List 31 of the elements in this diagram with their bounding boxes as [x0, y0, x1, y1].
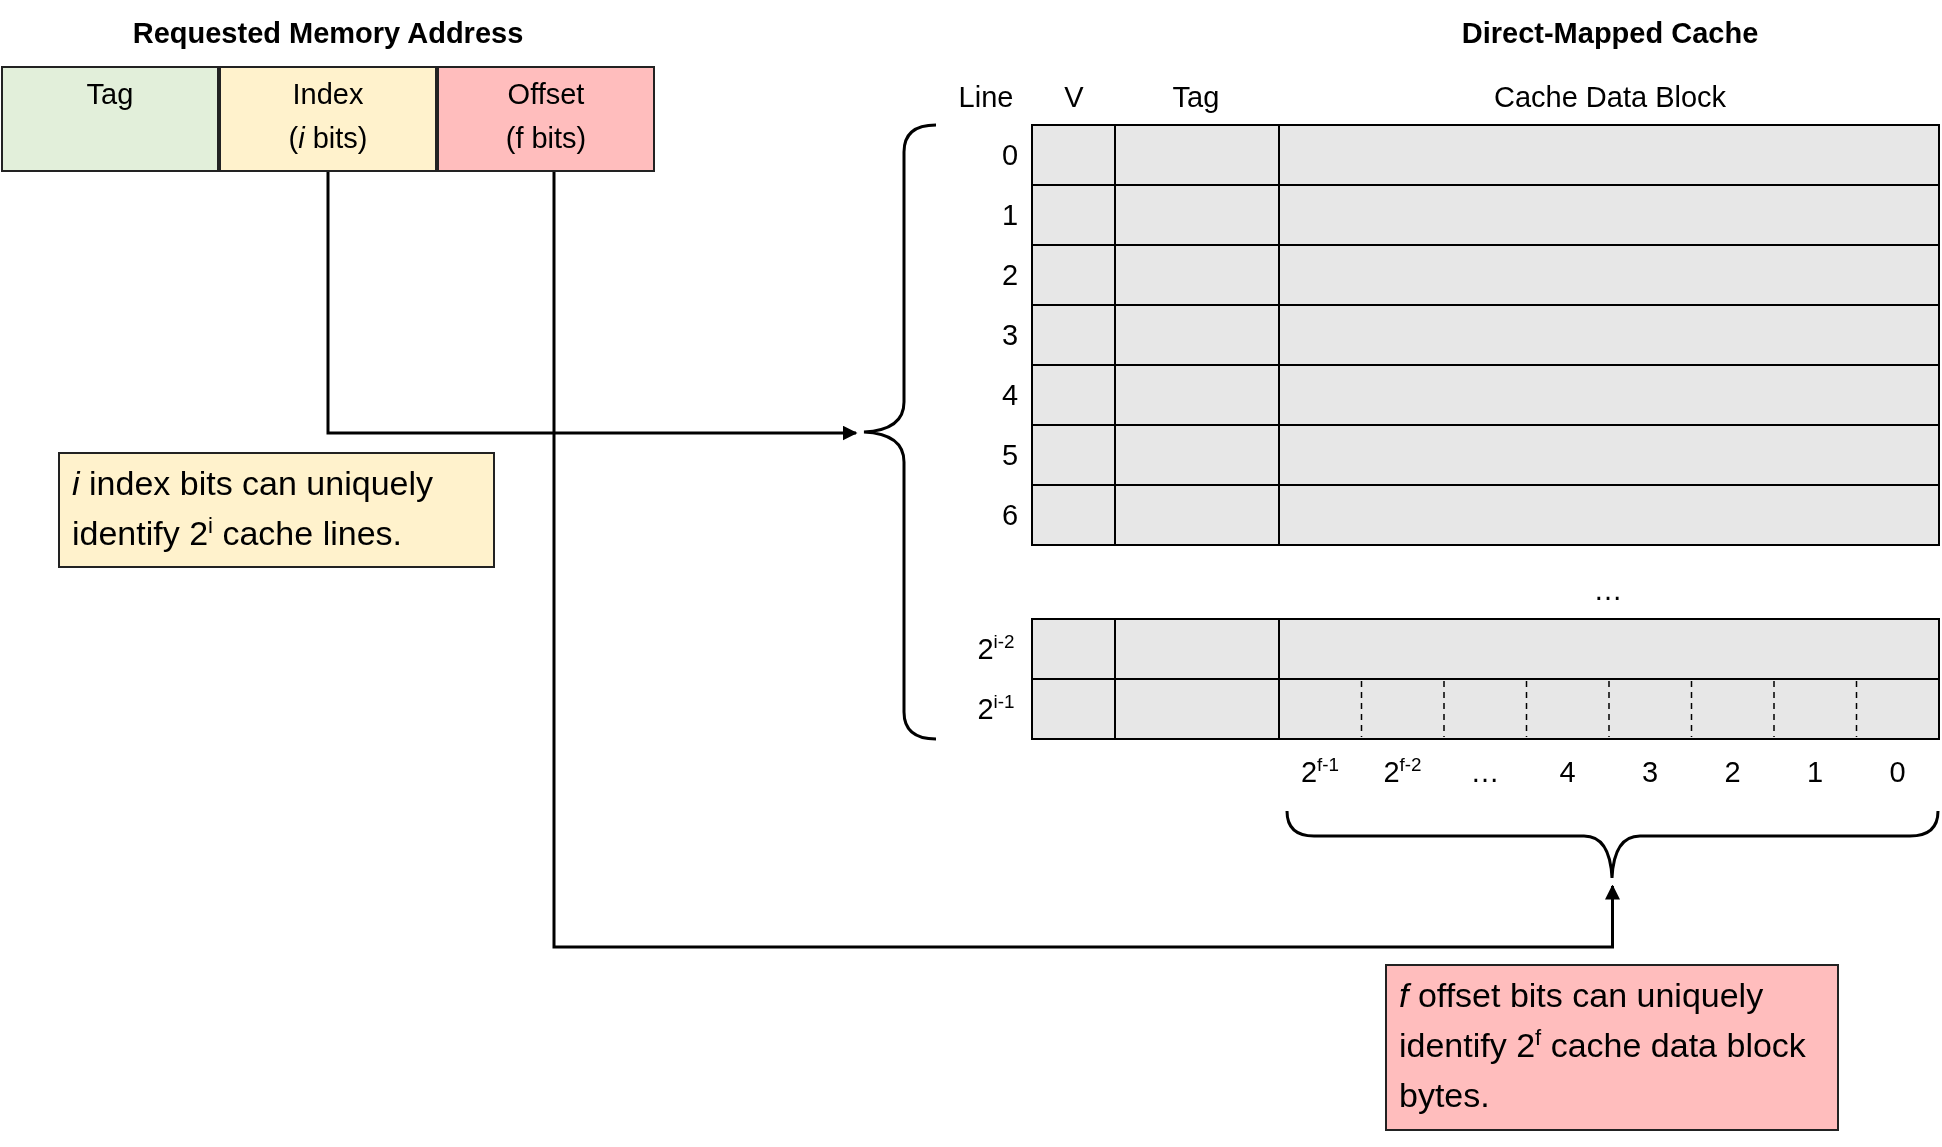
row-number: 5: [1001, 438, 1019, 472]
column-header: Line: [958, 80, 1014, 114]
byte-number: 2$^{f-2}$: [1383, 755, 1422, 789]
row-number: 2$^{i-1}$: [977, 692, 1015, 726]
note-box: i index bits can uniquely identify 2$^{i}$ cache lines.: [58, 452, 495, 568]
row-number: 2$^{i-2}$: [977, 632, 1015, 666]
column-header: V: [1064, 80, 1084, 114]
byte-number: 4: [1559, 755, 1576, 789]
byte-number: 1: [1806, 755, 1824, 789]
byte-number: 2$^{f-1}$: [1300, 755, 1340, 789]
address-field: Index (i bits): [219, 66, 437, 172]
row-number: 1: [1001, 198, 1019, 232]
connector-arrow: [326, 172, 858, 441]
byte-number: 2: [1724, 755, 1741, 789]
heading: Requested Memory Address: [132, 17, 524, 50]
column-header: Tag: [1172, 80, 1220, 114]
address-field: Offset (f bits): [437, 66, 655, 172]
byte-number: 0: [1889, 755, 1906, 789]
row-number: 4: [1001, 378, 1019, 412]
row-number: 6: [1001, 498, 1019, 532]
connector-arrow: [552, 172, 1620, 949]
ellipsis: …: [1593, 573, 1623, 607]
byte-number: 3: [1641, 755, 1659, 789]
row-number: 2: [1001, 258, 1019, 292]
ellipsis: …: [1470, 755, 1500, 789]
address-field: Tag: [1, 66, 219, 172]
row-number: 3: [1001, 318, 1019, 352]
note-box: f offset bits can uniquely identify 2$^{f}$ cache data block bytes.: [1385, 964, 1839, 1131]
column-header: Cache Data Block: [1493, 80, 1727, 114]
row-number: 0: [1001, 138, 1019, 172]
heading: Direct-Mapped Cache: [1461, 17, 1759, 50]
